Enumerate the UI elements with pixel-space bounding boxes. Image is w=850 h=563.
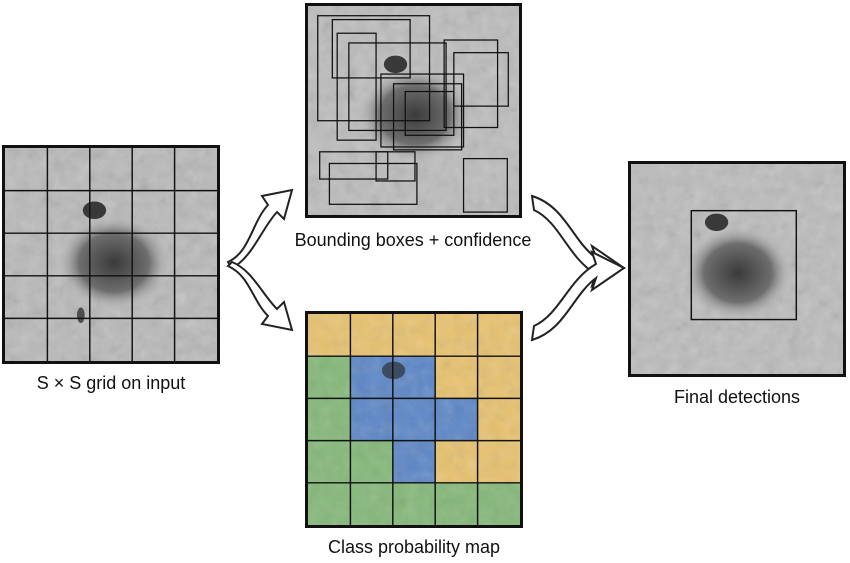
final-caption: Final detections [673, 387, 801, 407]
candidate-box [331, 18, 411, 79]
candidate-box [319, 151, 389, 180]
input-grid-image [5, 148, 217, 361]
candidate-box [392, 83, 463, 151]
grid-lines [308, 314, 520, 525]
boxes-caption: Bounding boxes + confidence [294, 230, 532, 250]
input-caption: S × S grid on input [36, 373, 186, 393]
candidate-box [443, 39, 499, 129]
arrow-to-boxes-icon [226, 188, 294, 270]
input-grid-panel [2, 145, 220, 364]
grid-lines [5, 148, 217, 361]
class-probability-image [308, 314, 520, 525]
class-map-caption: Class probability map [327, 537, 501, 557]
candidate-box [375, 151, 416, 182]
candidate-box [462, 157, 508, 213]
class-probability-panel [305, 311, 523, 528]
final-detection-box [690, 209, 798, 321]
final-detections-image [631, 164, 843, 374]
candidate-boxes [317, 15, 509, 213]
candidate-box [404, 90, 455, 136]
final-detections-panel [628, 161, 846, 377]
candidate-box [328, 162, 418, 205]
candidate-box [380, 73, 465, 148]
candidate-box [453, 52, 509, 107]
candidate-box [317, 15, 431, 122]
bounding-boxes-image [308, 6, 519, 215]
candidate-box [348, 42, 447, 132]
candidate-box [336, 32, 377, 141]
bounding-boxes-panel [305, 3, 522, 218]
arrow-to-classmap-icon [226, 260, 294, 332]
arrow-from-classmap-icon [530, 250, 626, 342]
